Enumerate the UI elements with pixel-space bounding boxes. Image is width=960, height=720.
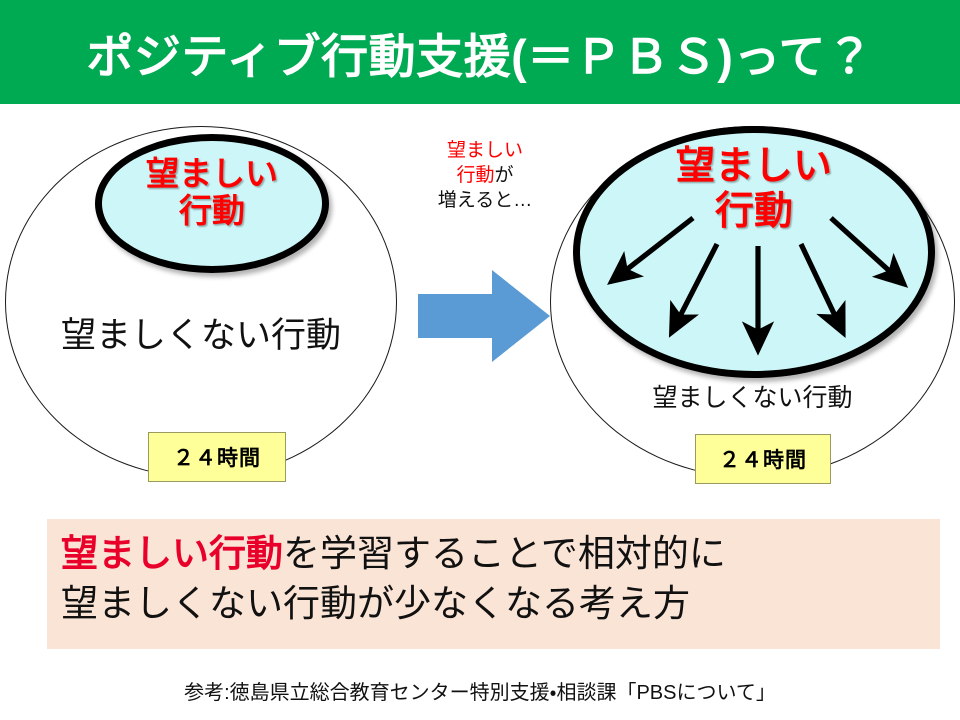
source-note: 参考:徳島県立総合教育センター特別支援・相談課「PBSについて」 xyxy=(184,682,776,704)
summary-line-1: 望ましい行動を学習することで相対的に xyxy=(61,529,940,579)
right-arrow-icon xyxy=(418,270,550,362)
summary-line-1-black: を学習することで相対的に xyxy=(283,533,726,574)
left-desired-behaviour-label: 望ましい 行動 xyxy=(102,157,322,227)
left-desired-label-line2: 行動 xyxy=(179,192,245,229)
right-hours-badge: ２４時間 xyxy=(695,434,831,484)
right-desired-label-line2: 行動 xyxy=(714,190,793,233)
right-desired-behaviour-label: 望ましい 行動 xyxy=(580,147,928,231)
right-desired-behaviour-ellipse: 望ましい 行動 xyxy=(573,126,935,378)
summary-line-1-red: 望ましい行動 xyxy=(61,533,283,574)
right-desired-label-line1: 望ましい xyxy=(675,145,832,188)
transition-caption: 望ましい 行動が 増えると… xyxy=(400,138,570,213)
left-undesired-behaviour-label: 望ましくない行動 xyxy=(60,316,341,355)
page-title: ポジティブ行動支援(＝ＰＢＳ)って？ xyxy=(86,29,874,83)
transition-caption-line2-red: 行動 xyxy=(456,165,495,187)
summary-panel: 望ましい行動を学習することで相対的に 望ましくない行動が少なくなる考え方 xyxy=(47,519,940,649)
transition-caption-line3: 増えると… xyxy=(437,190,533,212)
left-desired-behaviour-ellipse: 望ましい 行動 xyxy=(95,134,329,273)
header-band xyxy=(0,0,960,104)
transition-caption-line1: 望ましい xyxy=(446,140,523,161)
left-hours-badge: ２４時間 xyxy=(148,432,286,482)
summary-line-2: 望ましくない行動が少なくなる考え方 xyxy=(61,582,690,624)
diagram-stage: 望ましい 行動 望ましくない行動 ２４時間 望ましい 行動が 増えると… 望まし… xyxy=(0,104,960,510)
right-undesired-behaviour-label: 望ましくない行動 xyxy=(652,384,853,412)
transition-caption-line2-black: が xyxy=(494,165,514,187)
left-desired-label-line1: 望ましい xyxy=(146,155,278,192)
